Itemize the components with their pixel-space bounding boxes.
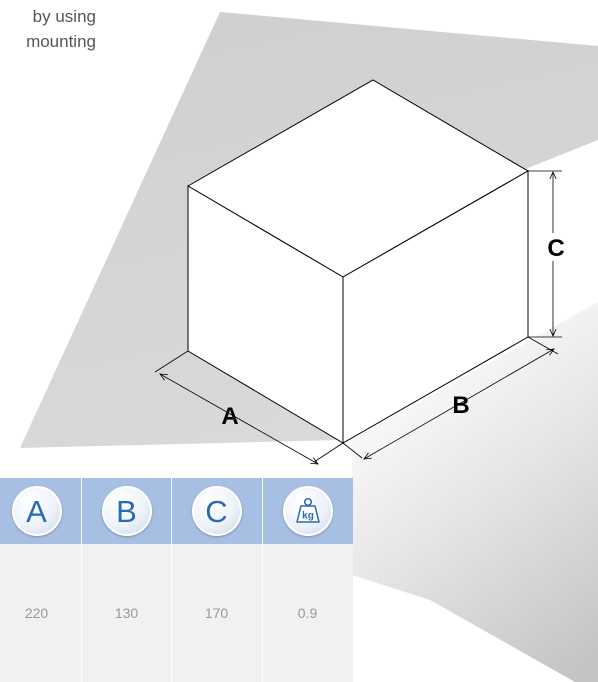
letter-a-icon: A [11,486,62,536]
weight-kg-icon: kg [282,486,333,536]
extension-line-a-left [154,350,189,373]
header-cell-weight: kg [263,478,352,544]
header-cell-b: B [82,478,171,544]
header-cell-a: A [0,478,81,544]
label-c-background [544,233,568,261]
letter-b-icon: B [101,486,152,536]
dimension-label-c: C [547,235,564,262]
value-a: 220 [24,605,49,621]
table-value-row [0,544,353,682]
dimension-line-a [160,374,318,464]
extension-line-a-right [313,442,344,463]
extension-line-b-left [342,442,363,459]
dimensions-table: A B C kg 220 130 170 0.9 [0,478,353,682]
letter-c-icon: C [191,486,242,536]
weight-unit-label: kg [302,511,314,522]
column-divider [262,478,263,682]
intro-text-line-2: mounting [26,32,96,51]
dimension-label-a: A [221,403,238,430]
dimension-line-b [364,349,554,459]
dimension-label-b: B [452,392,469,419]
intro-text-line-1: by using [32,7,96,26]
value-weight: 0.9 [297,605,318,621]
column-divider [81,478,82,682]
value-b: 130 [114,605,139,621]
intro-text: by using mounting [0,4,96,54]
column-divider [171,478,172,682]
header-cell-c: C [172,478,261,544]
value-c: 170 [204,605,229,621]
